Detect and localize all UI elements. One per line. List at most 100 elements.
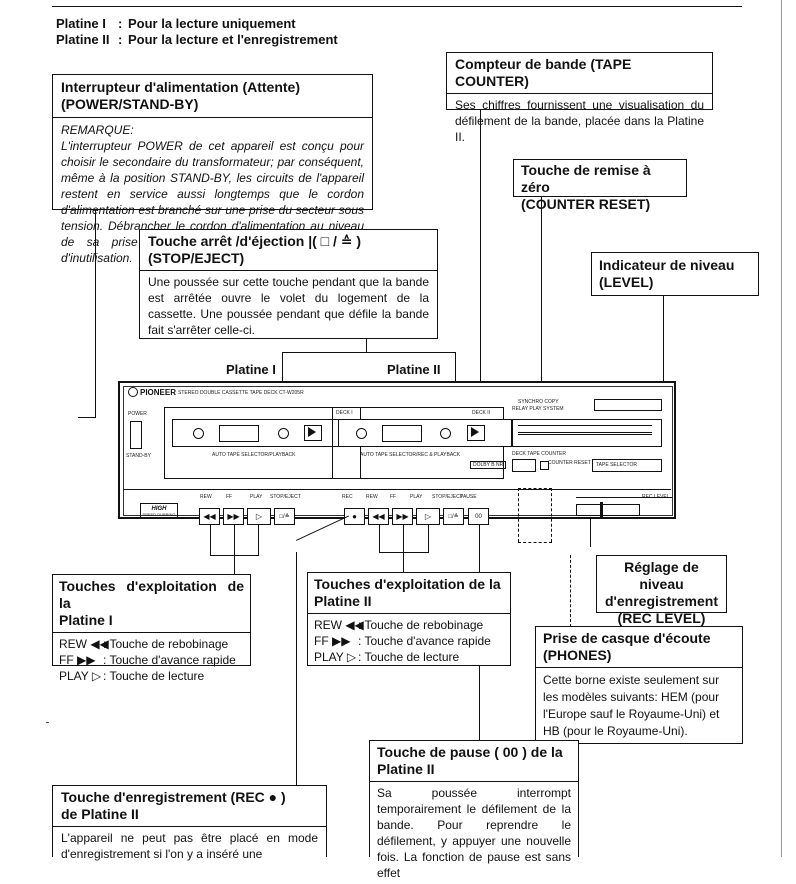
deck1-ops-title-2: Platine I: [59, 612, 113, 628]
callout-power: Interrupteur d'alimentation (Attente) (P…: [52, 74, 373, 265]
deck1-window: [219, 425, 259, 442]
rec-label: REC: [342, 494, 353, 500]
page-mark: [46, 722, 49, 723]
callout-deck2-ops-title: Touches d'exploitation de la Platine II: [308, 573, 510, 614]
callout-counter-reset: Touche de remise à zéro (COUNTER RESET): [513, 159, 687, 212]
mode-buttons-row[interactable]: [594, 399, 662, 411]
rec-level-title-2: d'enregistrement: [604, 593, 719, 609]
callout-deck1-ops: Touches d'exploitation de la Platine I R…: [52, 574, 251, 683]
callout-tape-counter: Compteur de bande (TAPE COUNTER) Ses chi…: [446, 52, 713, 144]
rec-level-slider[interactable]: [576, 504, 640, 516]
ff2-button[interactable]: ▶▶: [392, 508, 413, 525]
leader-tape-counter: [480, 110, 481, 428]
callout-counter-reset-title: Touche de remise à zéro (COUNTER RESET): [514, 160, 686, 215]
level-title-1: Indicateur de niveau: [599, 257, 735, 273]
deck1-caption: AUTO TAPE SELECTOR/PLAYBACK: [212, 452, 296, 458]
deck1-ops-title-1: Touches d'exploitation de la: [59, 578, 244, 611]
leader-deck2-ops: [403, 552, 404, 573]
level-title-2: (LEVEL): [599, 274, 654, 290]
deck1-rew-key: REW ◀◀: [59, 637, 109, 651]
bracket-deck2-2: [403, 525, 404, 552]
callout-rec-level-title: Réglage de niveau d'enregistrement (REC …: [597, 556, 726, 630]
callout-deck2-ops: Touches d'exploitation de la Platine II …: [307, 572, 511, 666]
deck1-play-text: : Touche de lecture: [103, 669, 205, 683]
phones-dash-left: [518, 488, 519, 542]
tape-counter-display: [512, 459, 536, 472]
pause-button[interactable]: 00: [468, 508, 489, 525]
leader-deck1-ops: [234, 555, 235, 575]
deck2-reel-left-icon: [356, 428, 367, 439]
ff1-button[interactable]: ▶▶: [223, 508, 244, 525]
deck1-play-indicator-icon: [304, 425, 322, 441]
standby-label: STAND-BY: [126, 453, 151, 459]
phones-dash-right: [551, 488, 552, 542]
deck2-window: [382, 425, 422, 442]
deck1-ops-row: REW ◀◀: Touche de rebobinage: [59, 636, 244, 652]
callout-deck1-ops-body: REW ◀◀: Touche de rebobinage FF ▶▶: Touc…: [53, 633, 250, 687]
deck2-ops-title-2: Platine II: [314, 593, 372, 609]
deck2-ops-row: PLAY ▷: Touche de lecture: [314, 649, 504, 665]
callout-rec-level: Réglage de niveau d'enregistrement (REC …: [596, 555, 727, 626]
bracket-deck1-top: [210, 525, 211, 555]
play1-label: PLAY: [250, 494, 263, 500]
tape-selector-box[interactable]: [592, 459, 662, 472]
header-sep-1: :: [118, 16, 123, 31]
synchro-label: SYNCHRO COPY: [518, 399, 559, 405]
rew1-button[interactable]: ◀◀: [199, 508, 220, 525]
deck1-rew-text: : Touche de rebobinage: [103, 637, 229, 651]
stop2-button[interactable]: □/≙: [443, 508, 464, 525]
rec-title-2: de Platine II: [61, 806, 139, 822]
bracket-deck1-top3: [258, 525, 259, 555]
deck2-door[interactable]: [338, 419, 512, 447]
callout-level: Indicateur de niveau (LEVEL): [591, 252, 759, 296]
rec-level-title-3: (REC LEVEL): [617, 610, 706, 626]
high-speed-button[interactable]: HIGH SPEED DUBBING: [140, 503, 178, 519]
rew1-label: REW: [200, 494, 212, 500]
deck1-reel-right-icon: [278, 428, 289, 439]
counter-reset-title-1: Touche de remise à zéro: [521, 162, 651, 195]
deck2-play-triangle-icon: [471, 427, 479, 437]
callout-tape-counter-text: Ses chiffres fournissent une visualisati…: [455, 98, 704, 144]
dolby-label: DOLBY B NR: [470, 461, 507, 469]
header-key-2: Platine II: [56, 32, 110, 47]
bracket-deck2-3: [428, 525, 429, 552]
deck2-rew-text: : Touche de rebobinage: [358, 618, 484, 632]
play1-button[interactable]: ▷: [247, 508, 271, 525]
deck2-ff-text: : Touche d'avance rapide: [358, 634, 491, 648]
counter-reset-title-2: (COUNTER RESET): [521, 196, 651, 212]
deck1-reel-left-icon: [193, 428, 204, 439]
callout-phones-text: Cette borne existe seulement sur les mod…: [543, 673, 720, 738]
deck2-ops-row: FF ▶▶ : Touche d'avance rapide: [314, 633, 504, 649]
deck2-caption: AUTO TAPE SELECTOR/REC & PLAYBACK: [360, 452, 461, 458]
deck1-play-key: PLAY ▷: [59, 669, 102, 683]
leader-rec: [296, 552, 297, 785]
deck2-ff-key: FF ▶▶: [314, 634, 351, 648]
rew2-button[interactable]: ◀◀: [368, 508, 389, 525]
level-meter-bars: [518, 425, 652, 433]
deck1-label: Platine I: [226, 362, 276, 377]
callout-level-title: Indicateur de niveau (LEVEL): [592, 253, 758, 295]
counter-reset-label: COUNTER RESET: [548, 460, 591, 466]
counter-reset-button[interactable]: [540, 461, 549, 470]
callout-stop-eject-title: Touche arrêt /d'éjection |( □ / ≙ ) (STO…: [140, 230, 437, 271]
leader-stop-eject: [366, 339, 367, 352]
brand-name: PIONEER: [140, 387, 177, 397]
callout-rec-text: L'appareil ne peut pas être placé en mod…: [61, 831, 318, 861]
callout-stop-eject: Touche arrêt /d'éjection |( □ / ≙ ) (STO…: [139, 229, 438, 339]
leader-power-h: [78, 417, 96, 418]
stop1-label: STOP/EJECT: [270, 494, 301, 500]
callout-pause-title: Touche de pause ( 00 ) de la Platine II: [370, 741, 578, 782]
rec-level-knob[interactable]: [600, 502, 603, 518]
power-button[interactable]: [130, 421, 142, 449]
leader-level: [663, 296, 664, 433]
callout-pause: Touche de pause ( 00 ) de la Platine II …: [369, 740, 579, 880]
header-key-1: Platine I: [56, 16, 106, 31]
stop1-button[interactable]: □/≙: [274, 508, 295, 525]
phones-dash-top: [518, 488, 552, 489]
power-label: POWER: [128, 411, 147, 417]
rec-level-scale: [576, 497, 672, 501]
play2-button[interactable]: ▷: [416, 508, 440, 525]
deck2-ops-title-1: Touches d'exploitation de la: [314, 576, 501, 592]
callout-power-title-1: Interrupteur d'alimentation (Attente): [61, 79, 300, 95]
deck1-ops-row: FF ▶▶: Touche d'avance rapide: [59, 652, 244, 668]
